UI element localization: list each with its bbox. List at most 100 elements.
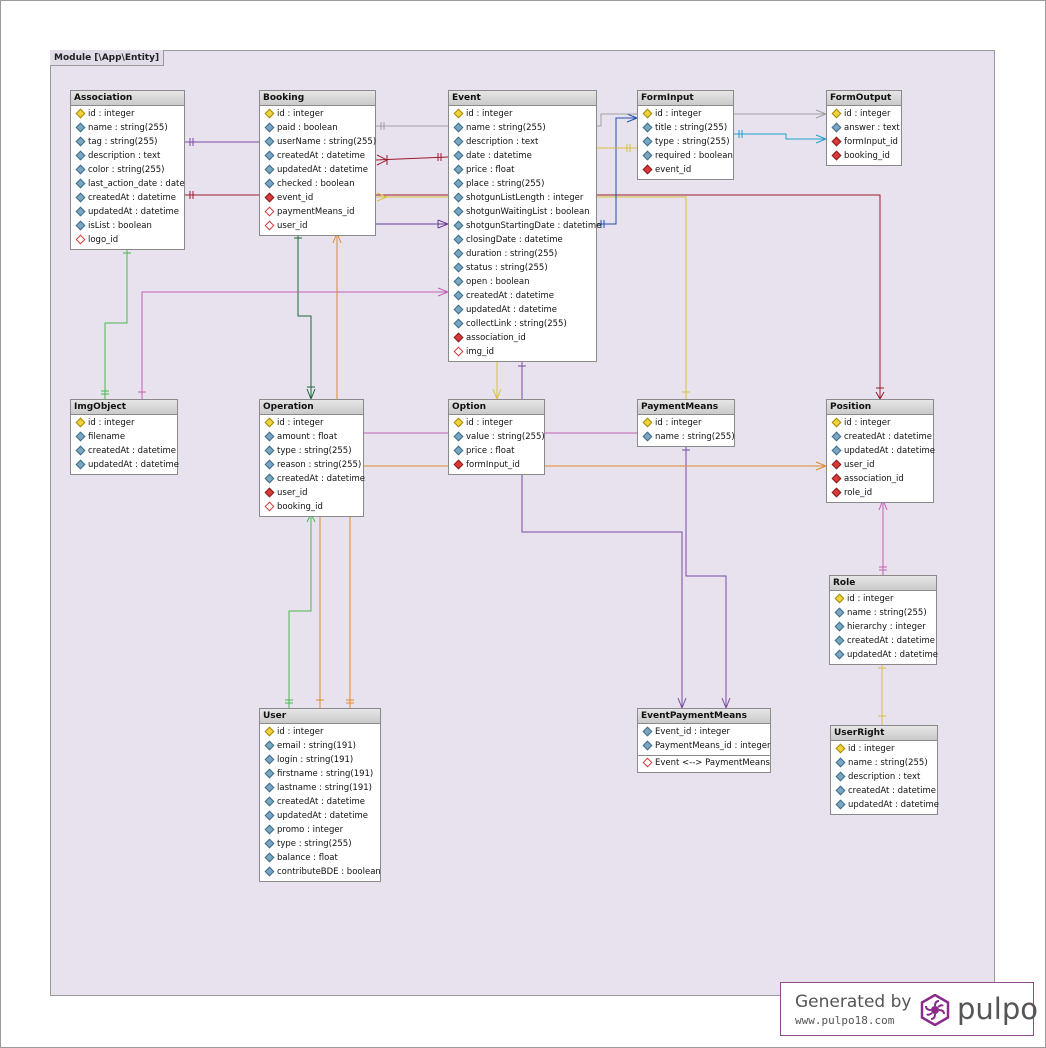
attribute-label: createdAt : datetime — [88, 446, 177, 456]
attribute-icon — [75, 164, 86, 175]
entity-attribute: createdAt : datetime — [71, 444, 177, 458]
entity-attribute: formInput_id — [827, 135, 901, 149]
rel-operation-user-orange — [319, 514, 351, 708]
attribute-icon — [453, 178, 464, 189]
attribute-label: promo : integer — [277, 825, 344, 835]
foreign-key-icon — [831, 150, 842, 161]
attribute-icon — [75, 178, 86, 189]
entity-attribute: description : text — [71, 149, 184, 163]
attribute-label: amount : float — [277, 432, 338, 442]
attribute-icon — [453, 122, 464, 133]
attribute-icon — [835, 785, 846, 796]
attribute-label: paid : boolean — [277, 123, 338, 133]
entity-attribute: color : string(255) — [71, 163, 184, 177]
entity-attribute: price : float — [449, 163, 596, 177]
attribute-label: event_id — [277, 193, 314, 203]
attribute-icon — [453, 206, 464, 217]
entity-attribute: booking_id — [260, 500, 363, 514]
rel-operation-user — [288, 514, 312, 708]
foreign-key-icon — [75, 234, 86, 245]
attribute-label: type : string(255) — [655, 137, 730, 147]
attribute-label: id : integer — [844, 418, 891, 428]
attribute-icon — [835, 771, 846, 782]
entity-attribute: promo : integer — [260, 823, 380, 837]
attribute-label: value : string(255) — [466, 432, 545, 442]
entity-attribute: id : integer — [638, 416, 734, 430]
attribute-label: role_id — [844, 488, 873, 498]
attribute-label: createdAt : datetime — [88, 193, 177, 203]
generated-by-badge[interactable]: Generated by www.pulpo18.com pulpo — [780, 982, 1038, 1036]
entity-attribute: createdAt : datetime — [260, 795, 380, 809]
attribute-icon — [75, 206, 86, 217]
entity-attribute: id : integer — [260, 416, 363, 430]
rel-event-imgobject — [141, 291, 448, 399]
entity-attribute: createdAt : datetime — [449, 289, 596, 303]
attribute-label: id : integer — [277, 727, 324, 737]
entity-attribute: user_id — [827, 458, 933, 472]
entity-attribute: amount : float — [260, 430, 363, 444]
attribute-label: type : string(255) — [277, 446, 352, 456]
entity-attribute: shotgunStartingDate : datetime — [449, 219, 601, 233]
entity-title: Booking — [260, 91, 375, 106]
entity-attribute: event_id — [638, 163, 733, 177]
entity-attribute: association_id — [827, 472, 933, 486]
pulpo-url[interactable]: www.pulpo18.com — [795, 1014, 895, 1027]
attribute-label: filename — [88, 432, 126, 442]
entity-attribute: Event_id : integer — [638, 725, 770, 739]
attribute-icon — [264, 740, 275, 751]
relations-separator — [638, 755, 770, 756]
attribute-label: description : text — [88, 151, 161, 161]
entity-attribute: name : string(255) — [830, 606, 936, 620]
attribute-label: id : integer — [88, 418, 135, 428]
entity-attribute: date : datetime — [449, 149, 596, 163]
attribute-label: checked : boolean — [277, 179, 355, 189]
entity-attribute: id : integer — [830, 592, 936, 606]
foreign-key-icon — [831, 136, 842, 147]
entity-attribute: type : string(255) — [260, 837, 380, 851]
attribute-icon — [453, 431, 464, 442]
attribute-label: img_id — [466, 347, 495, 357]
attribute-icon — [264, 852, 275, 863]
attribute-label: email : string(191) — [277, 741, 356, 751]
attribute-icon — [264, 810, 275, 821]
attribute-label: contributeBDE : boolean — [277, 867, 381, 877]
attribute-icon — [453, 318, 464, 329]
foreign-key-icon — [264, 206, 275, 217]
attribute-label: Event <--> PaymentMeans — [655, 758, 770, 768]
attribute-label: updatedAt : datetime — [847, 650, 938, 660]
primary-key-icon — [264, 417, 275, 428]
attribute-label: user_id — [844, 460, 875, 470]
entity-attribute: createdAt : datetime — [71, 191, 184, 205]
attribute-label: color : string(255) — [88, 165, 165, 175]
attribute-label: association_id — [466, 333, 526, 343]
attribute-label: createdAt : datetime — [466, 291, 555, 301]
entity-attribute: isList : boolean — [71, 219, 184, 233]
attribute-label: createdAt : datetime — [277, 797, 366, 807]
entity-attribute: name : string(255) — [638, 430, 735, 444]
entity-attribute: id : integer — [831, 742, 937, 756]
attribute-label: userName : string(255) — [277, 137, 377, 147]
entity-attribute: contributeBDE : boolean — [260, 865, 381, 879]
entity-attribute: createdAt : datetime — [260, 149, 375, 163]
attribute-icon — [453, 164, 464, 175]
entity-title: Event — [449, 91, 596, 106]
attribute-label: updatedAt : datetime — [88, 207, 179, 217]
attribute-icon — [642, 136, 653, 147]
attribute-label: user_id — [277, 488, 308, 498]
entity-attribute: id : integer — [449, 416, 544, 430]
attribute-label: name : string(255) — [466, 123, 546, 133]
